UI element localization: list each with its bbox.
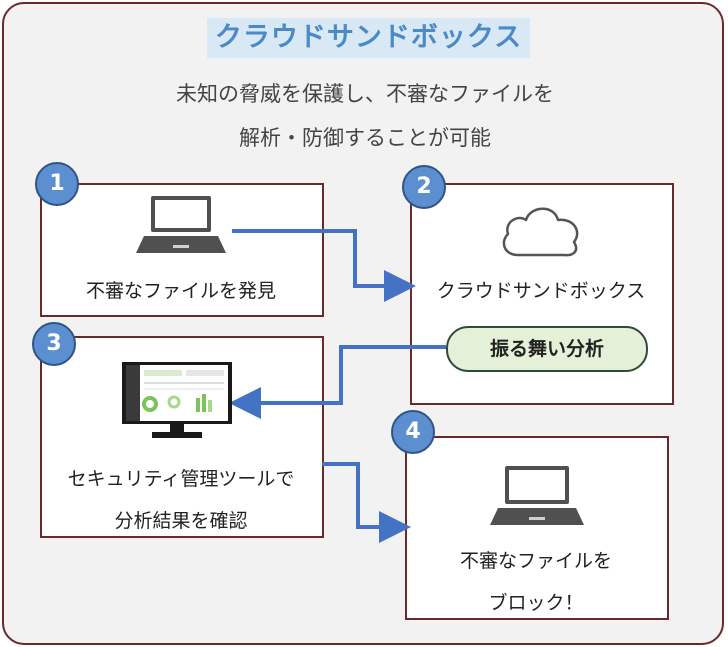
- cloud-icon: [502, 207, 579, 257]
- step-2-label: クラウドサンドボックス: [436, 280, 646, 302]
- arrow-step3-to-step4: [322, 462, 411, 543]
- step-4-badge: 4: [391, 410, 435, 454]
- behavior-analysis-pill: 振る舞い分析: [446, 326, 648, 372]
- step-2-badge: 2: [402, 165, 446, 209]
- step-3-label-line-2: 分析結果を確認: [114, 510, 248, 532]
- subtitle-line-2: 解析・防御することが可能: [239, 126, 491, 150]
- laptop-icon: [136, 196, 226, 253]
- step-4-label-line-1: 不審なファイルを: [459, 550, 612, 572]
- laptop-icon: [490, 466, 584, 525]
- step-3-badge: 3: [32, 322, 76, 366]
- step-3-label-line-1: セキュリティ管理ツールで: [67, 468, 295, 490]
- step-1-label: 不審なファイルを発見: [85, 280, 276, 302]
- step-1-badge: 1: [35, 162, 79, 206]
- diagram-title: クラウドサンドボックス: [207, 18, 530, 58]
- arrow-step1-to-step2: [232, 229, 416, 302]
- step-4-label-line-2: ブロック！: [488, 592, 584, 614]
- monitor-icon: [122, 362, 232, 438]
- arrow-step2-to-step3: [229, 345, 446, 419]
- subtitle-line-1: 未知の脅威を保護し、不審なファイルを: [176, 82, 554, 106]
